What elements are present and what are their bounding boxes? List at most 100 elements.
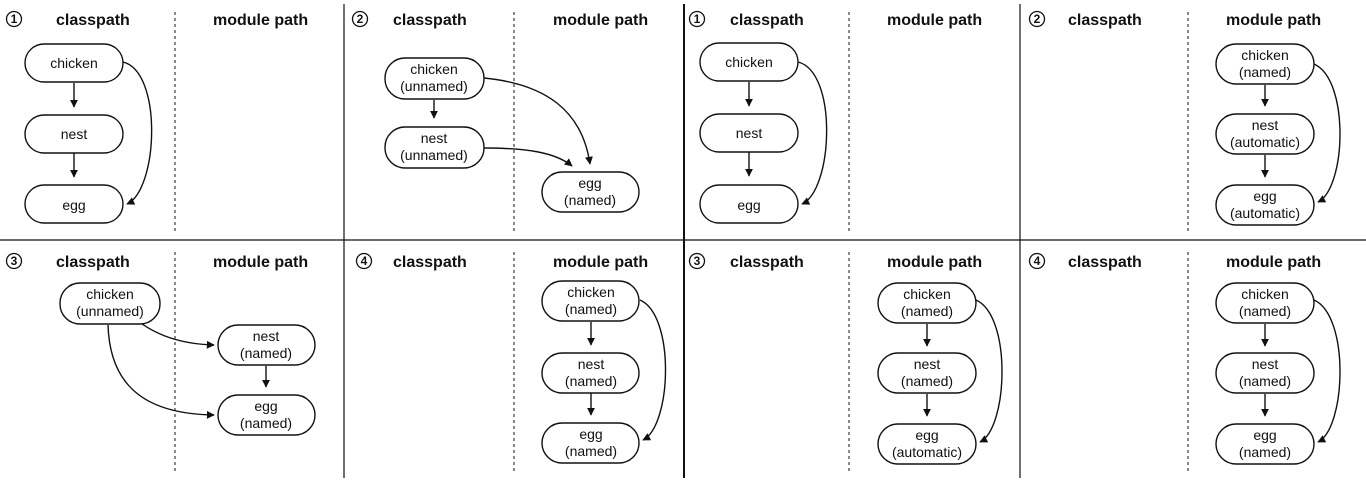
panel-number: 4: [361, 254, 368, 268]
module-path-header: module path: [887, 12, 982, 29]
panel-L1: 1 classpath module path chicken nest egg: [5, 10, 308, 232]
classpath-header: classpath: [56, 12, 130, 29]
panel-number-badge: [355, 252, 373, 270]
module-path-header: module path: [213, 12, 308, 29]
panel-number: 1: [11, 12, 18, 26]
panel-number: 2: [1034, 12, 1041, 26]
classpath-header: classpath: [1068, 12, 1142, 29]
node-sublabel: (named): [565, 301, 617, 317]
panel-R1: 1 classpath module path chicken nest egg: [688, 10, 982, 232]
panel-borders: [0, 4, 1366, 478]
node-label: nest: [61, 126, 88, 142]
node-chicken: chicken (named): [1215, 43, 1315, 85]
classpath-header: classpath: [393, 12, 467, 29]
panel-number-badge: [5, 252, 23, 270]
node-nest: nest: [699, 113, 799, 153]
node-sublabel: (named): [901, 303, 953, 319]
edge-chicken-egg: [975, 299, 1003, 443]
node-sublabel: (named): [901, 373, 953, 389]
panel-L4: 4 classpath module path chicken (named) …: [355, 252, 667, 472]
node-sublabel: (automatic): [1230, 205, 1300, 221]
node-nest: nest (named): [877, 352, 977, 394]
node-egg: egg: [699, 184, 799, 224]
panel-number: 4: [1034, 254, 1041, 268]
node-label: nest: [421, 130, 448, 146]
node-sublabel: (named): [1239, 303, 1291, 319]
node-egg: egg (named): [541, 171, 640, 213]
classpath-header: classpath: [56, 254, 130, 271]
node-label: egg: [62, 197, 85, 213]
node-chicken: chicken: [699, 42, 799, 82]
node-sublabel: (named): [565, 443, 617, 459]
panel-number-badge: [688, 10, 706, 28]
panel-number: 2: [357, 12, 364, 26]
node-label: nest: [1252, 117, 1279, 133]
classpath-header: classpath: [393, 254, 467, 271]
node-egg: egg: [24, 184, 124, 224]
panel-number: 3: [694, 254, 701, 268]
module-path-header: module path: [553, 12, 648, 29]
module-path-header: module path: [1226, 12, 1321, 29]
node-label: chicken: [410, 61, 457, 77]
node-label: nest: [253, 328, 280, 344]
node-label: nest: [578, 356, 605, 372]
node-sublabel: (named): [1239, 64, 1291, 80]
node-sublabel: (named): [564, 192, 616, 208]
node-label: chicken: [1241, 286, 1288, 302]
panel-number-badge: [5, 10, 23, 28]
edge-chicken-egg: [797, 61, 828, 205]
node-sublabel: (named): [565, 373, 617, 389]
panel-number: 3: [11, 254, 18, 268]
node-egg: egg (automatic): [1215, 184, 1315, 226]
node-chicken: chicken (named): [877, 282, 977, 324]
panel-R3: 3 classpath module path chicken (named) …: [688, 252, 1003, 472]
node-sublabel: (named): [240, 345, 292, 361]
node-chicken: chicken: [24, 43, 124, 83]
panel-R4: 4 classpath module path chicken (named) …: [1028, 252, 1341, 472]
node-label: egg: [254, 398, 277, 414]
node-chicken: chicken (unnamed): [384, 57, 485, 100]
node-egg: egg (named): [217, 394, 316, 436]
node-label: chicken: [903, 286, 950, 302]
node-label: nest: [1252, 356, 1279, 372]
node-label: chicken: [86, 286, 133, 302]
panel-L2: 2 classpath module path chicken (unnamed…: [351, 10, 648, 232]
node-egg: egg (named): [1215, 423, 1315, 465]
node-label: chicken: [50, 55, 97, 71]
node-label: egg: [1253, 188, 1276, 204]
node-label: egg: [915, 427, 938, 443]
classpath-header: classpath: [730, 12, 804, 29]
node-label: egg: [578, 175, 601, 191]
edge-nest-egg: [483, 147, 573, 167]
panel-L3: 3 classpath module path chicken (unnamed…: [5, 252, 316, 472]
node-chicken: chicken (unnamed): [59, 282, 161, 325]
node-label: nest: [736, 125, 763, 141]
edge-chicken-egg: [639, 299, 667, 441]
panel-number-badge: [688, 252, 706, 270]
node-egg: egg (named): [541, 422, 640, 464]
node-nest: nest (named): [541, 352, 640, 394]
node-label: egg: [1253, 427, 1276, 443]
node-label: chicken: [725, 54, 772, 70]
edge-chicken-egg: [122, 61, 153, 205]
panel-number-badge: [1028, 10, 1046, 28]
edge-chicken-egg: [483, 77, 593, 165]
node-nest: nest (named): [217, 324, 316, 366]
node-label: chicken: [567, 284, 614, 300]
module-path-header: module path: [887, 254, 982, 271]
node-nest: nest (unnamed): [384, 126, 485, 169]
classpath-header: classpath: [1068, 254, 1142, 271]
node-sublabel: (automatic): [892, 444, 962, 460]
panel-number-badge: [1028, 252, 1046, 270]
module-path-header: module path: [1226, 254, 1321, 271]
node-sublabel: (automatic): [1230, 134, 1300, 150]
edge-chicken-egg: [1313, 63, 1341, 203]
node-label: egg: [579, 426, 602, 442]
node-label: chicken: [1241, 47, 1288, 63]
node-sublabel: (unnamed): [400, 147, 468, 163]
panel-number-badge: [351, 10, 369, 28]
node-sublabel: (named): [1239, 373, 1291, 389]
node-nest: nest (named): [1215, 352, 1315, 394]
edge-chicken-egg: [1313, 299, 1341, 443]
